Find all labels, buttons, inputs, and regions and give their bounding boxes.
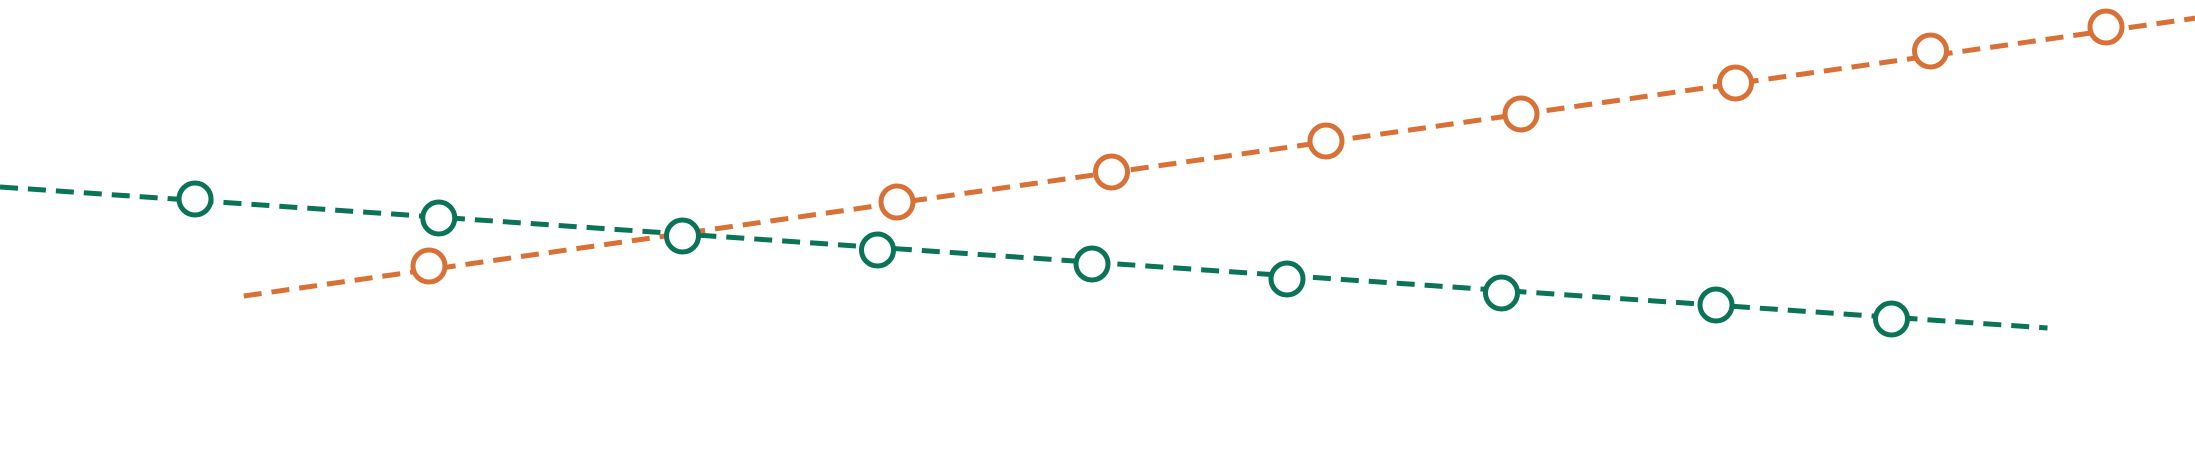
series-2-point-8 — [2087, 8, 2125, 46]
series-2-point-1 — [410, 247, 448, 285]
series-2-point-3 — [1093, 153, 1130, 191]
series-1-point-5 — [1073, 245, 1111, 283]
series-1-point-6 — [1268, 260, 1306, 298]
series-2-point-6 — [1717, 64, 1754, 102]
series-2-point-2 — [878, 183, 916, 221]
series-2-point-5 — [1502, 95, 1540, 133]
series-1-point-7 — [1483, 274, 1520, 312]
series-1-point-3 — [664, 217, 701, 255]
series-1-point-9 — [1873, 300, 1910, 338]
series-2-line — [243, 15, 2195, 299]
plot-area — [0, 8, 2195, 338]
series-2-point-4 — [1307, 122, 1345, 160]
series-1-point-2 — [420, 199, 458, 237]
series-1-point-4 — [859, 231, 896, 269]
series-1-point-1 — [176, 180, 214, 218]
series-1-line — [0, 184, 2048, 331]
series-2-point-7 — [1912, 32, 1949, 70]
series-1-point-8 — [1697, 286, 1735, 324]
